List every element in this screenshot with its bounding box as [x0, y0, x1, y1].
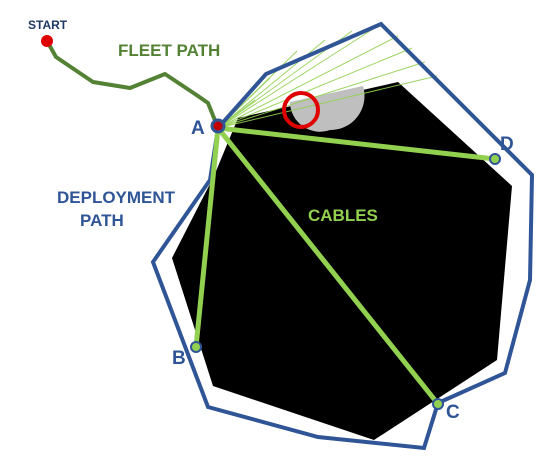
cables — [193, 125, 498, 407]
obstacle-region — [172, 82, 512, 440]
scan-ray — [217, 47, 413, 129]
node-c-marker — [432, 398, 444, 410]
node-a-label: A — [191, 118, 205, 139]
highlight-circle — [282, 91, 320, 129]
cables-label: CABLES — [308, 206, 378, 225]
scan-ray — [217, 75, 438, 129]
node-a-marker — [210, 118, 226, 134]
start-marker — [41, 35, 53, 47]
cable-a-c — [215, 125, 441, 407]
scan-ray — [217, 23, 382, 129]
node-b-label: B — [172, 348, 186, 369]
deployment-path-label-line1: DEPLOYMENT — [57, 188, 176, 207]
scan-ray — [217, 61, 426, 129]
node-d-marker — [489, 153, 501, 165]
deployment-path-label-line2: PATH — [80, 211, 124, 230]
node-c-label: C — [446, 402, 460, 423]
node-d-label: D — [500, 134, 514, 155]
start-label: START — [28, 18, 68, 32]
fleet-path-label: FLEET PATH — [118, 41, 220, 60]
node-b-marker — [190, 341, 202, 353]
scan-ray — [217, 35, 399, 129]
cable-a-b — [193, 125, 221, 350]
fleet-path — [45, 40, 220, 129]
cable-a-d — [215, 125, 498, 162]
